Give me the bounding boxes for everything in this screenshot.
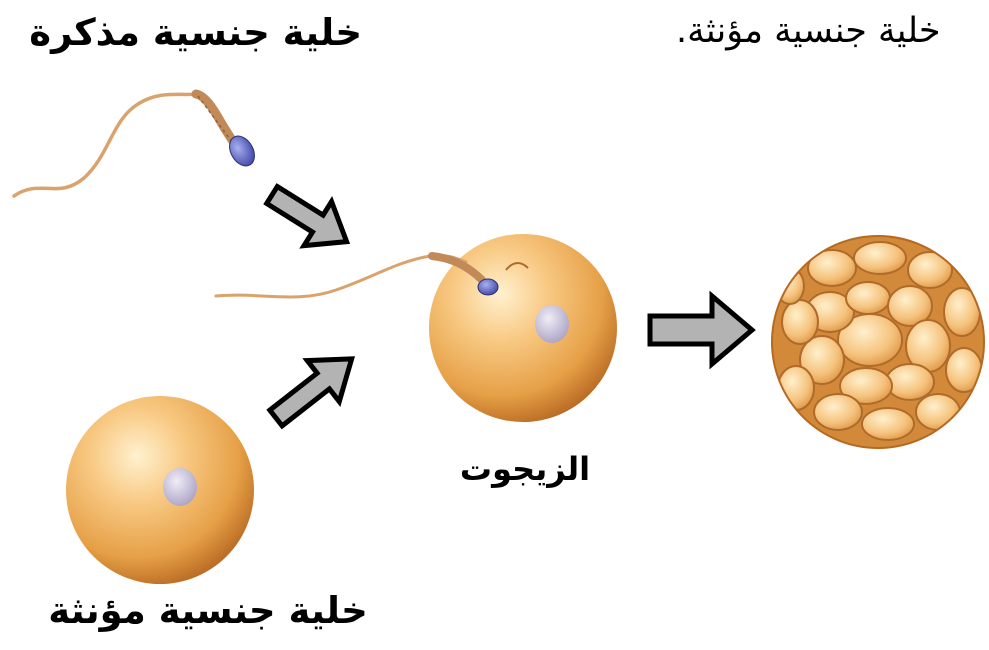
label-female-gamete-top: خلية جنسية مؤنثة. <box>676 14 988 49</box>
arrow-sperm-to-zygote <box>258 173 360 264</box>
egg-cell <box>66 396 254 584</box>
egg-nucleus <box>163 468 197 506</box>
label-zygote: الزيجوت <box>450 453 600 485</box>
label-male-gamete: خلية جنسية مذكرة <box>42 14 362 51</box>
morula-cell <box>772 236 984 448</box>
sperm-tail <box>14 94 196 196</box>
zygote-nucleus <box>535 305 569 343</box>
sperm-cell <box>14 94 260 196</box>
zygote-sperm-tail <box>216 255 466 297</box>
arrow-egg-to-zygote <box>260 338 368 438</box>
label-female-gamete-bottom: خلية جنسية مؤنثة <box>38 592 378 629</box>
zygote-sperm-head <box>478 279 498 295</box>
zygote-cell <box>216 234 617 422</box>
arrow-zygote-to-morula <box>650 296 752 364</box>
